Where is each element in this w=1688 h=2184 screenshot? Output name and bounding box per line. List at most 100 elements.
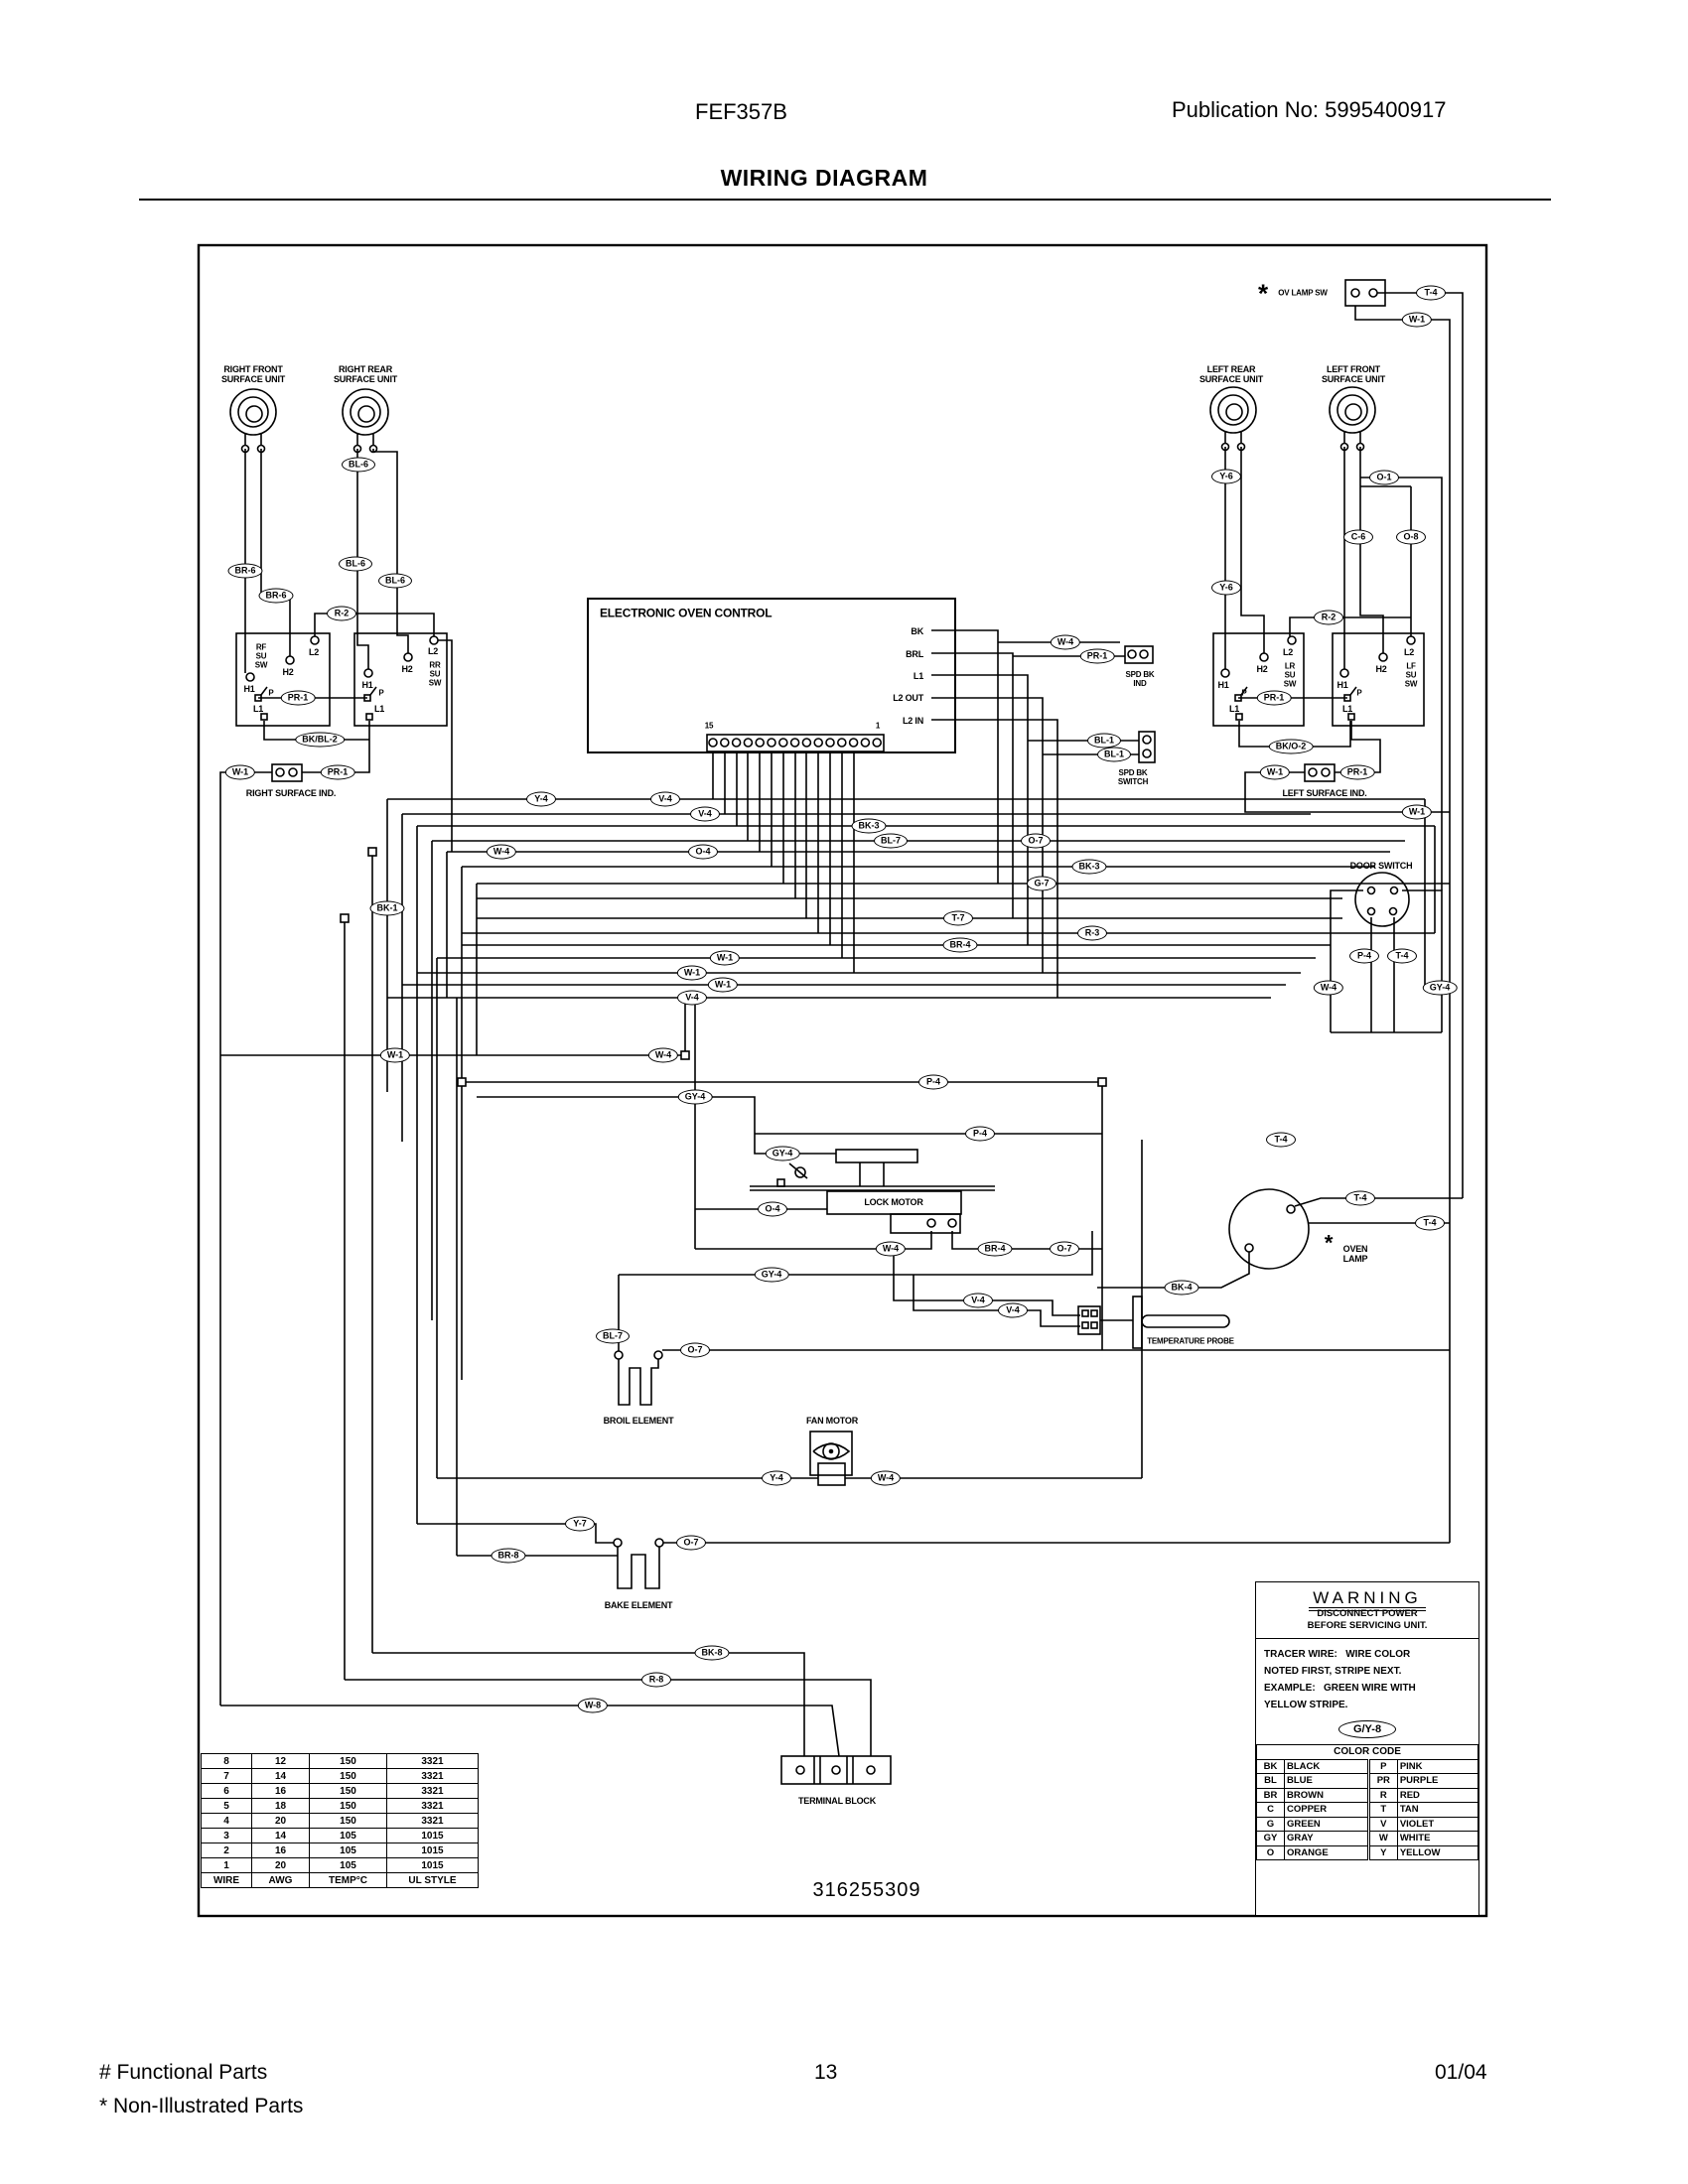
oven-lamp <box>1228 1188 1310 1270</box>
wire-table-cell: 20 <box>251 1857 310 1873</box>
wire-table-cell: 3 <box>201 1828 252 1843</box>
speed-bake-switch <box>1138 731 1156 763</box>
diagram-border <box>197 243 1488 1918</box>
wire-table-cell: 105 <box>309 1828 387 1843</box>
diagram-part-number: 316255309 <box>812 1879 921 1901</box>
wire-table-cell: 150 <box>309 1798 387 1814</box>
eoc-connector-pin <box>731 738 742 748</box>
lf-surface-switch <box>1332 632 1425 727</box>
wires-center-buses <box>387 798 1450 999</box>
tracer-note-line: EXAMPLE: GREEN WIRE WITH <box>1264 1683 1416 1694</box>
color-code-cell: WHITE <box>1396 1831 1479 1846</box>
electronic-oven-control <box>587 598 956 753</box>
publication-number: Publication No: 5995400917 <box>1172 97 1447 122</box>
door-switch <box>1354 872 1410 927</box>
lock-motor <box>750 1149 995 1234</box>
color-code-cell: V <box>1366 1816 1398 1832</box>
eoc-connector-pin <box>872 738 883 748</box>
wire-table-cell: 5 <box>201 1798 252 1814</box>
wire-table-cell: 16 <box>251 1783 310 1799</box>
eoc-connector-pin <box>848 738 859 748</box>
wire-table-cell: UL STYLE <box>386 1872 479 1888</box>
color-code-cell: RED <box>1396 1787 1479 1803</box>
bake-element <box>613 1538 664 1589</box>
color-code-cell: Y <box>1366 1844 1398 1860</box>
eoc-connector-pin <box>767 738 776 748</box>
wire-table-cell: 105 <box>309 1857 387 1873</box>
color-code-cell: BLUE <box>1284 1773 1369 1789</box>
eoc-connector-pin <box>813 738 824 748</box>
tracer-note-line: YELLOW STRIPE. <box>1264 1700 1348 1710</box>
wire-table-cell: 1015 <box>386 1828 479 1843</box>
right-rear-surface-unit <box>342 388 389 454</box>
model-number: FEF357B <box>695 99 787 124</box>
temperature-probe <box>1077 1296 1230 1349</box>
left-surface-indicator <box>1304 763 1336 782</box>
wire-table-cell: 1015 <box>386 1857 479 1873</box>
left-rear-surface-unit <box>1209 386 1257 452</box>
warning-title: WARNING <box>1309 1588 1426 1611</box>
warning-line-2: BEFORE SERVICING UNIT. <box>1307 1620 1428 1631</box>
tracer-example-wire-label: G/Y-8 <box>1337 1720 1397 1738</box>
color-code-cell: BROWN <box>1284 1787 1369 1803</box>
footer-page-number: 13 <box>814 2061 838 2084</box>
wire-table-cell: 18 <box>251 1798 310 1814</box>
eoc-connector-pin <box>789 738 800 748</box>
eoc-connector-pin <box>755 738 766 748</box>
color-code-cell: BLACK <box>1284 1758 1369 1774</box>
tracer-note-line: NOTED FIRST, STRIPE NEXT. <box>1264 1666 1402 1677</box>
wires-left-verticals <box>344 799 1143 1680</box>
wire-table-cell: 3321 <box>386 1783 479 1799</box>
color-code-cell: C <box>1256 1802 1285 1818</box>
right-front-surface-unit <box>229 388 277 454</box>
color-code-cell: COPPER <box>1284 1802 1369 1818</box>
warning-header: WARNING DISCONNECT POWER BEFORE SERVICIN… <box>1256 1582 1478 1639</box>
fan-motor <box>809 1431 853 1486</box>
tracer-example: G/Y-8 <box>1256 1719 1478 1738</box>
wire-table-cell: 7 <box>201 1768 252 1784</box>
wire-table-cell: 3321 <box>386 1798 479 1814</box>
wire-table-cell: 6 <box>201 1783 252 1799</box>
wire-table-cell: 4 <box>201 1813 252 1829</box>
color-code-cell: GRAY <box>1284 1831 1369 1846</box>
wire-table-cell: 150 <box>309 1813 387 1829</box>
eoc-connector-pin <box>860 738 871 748</box>
color-code-cell: BL <box>1256 1773 1285 1789</box>
lr-surface-switch <box>1212 632 1305 727</box>
color-code-cell: P <box>1366 1758 1398 1774</box>
wire-table-cell: 3321 <box>386 1753 479 1769</box>
footer-date: 01/04 <box>1435 2061 1487 2084</box>
wire-table-cell: TEMP°C <box>309 1872 387 1888</box>
eoc-connector-pin <box>719 738 730 748</box>
rf-surface-switch <box>235 632 331 727</box>
color-code-cell: T <box>1366 1802 1398 1818</box>
wire-table-cell: 3321 <box>386 1768 479 1784</box>
left-front-surface-unit <box>1329 386 1376 452</box>
eoc-connector-pin <box>708 738 718 748</box>
color-code-cell: W <box>1366 1831 1398 1846</box>
eoc-connector-pin <box>825 738 835 748</box>
wire-table-cell: 150 <box>309 1768 387 1784</box>
wire-table-cell: 2 <box>201 1843 252 1858</box>
wire-table-cell: 150 <box>309 1753 387 1769</box>
footer-functional-parts: # Functional Parts <box>99 2061 268 2084</box>
eoc-connector-pin <box>743 738 754 748</box>
color-code-cell: VIOLET <box>1396 1816 1479 1832</box>
color-code-title: COLOR CODE <box>1256 1744 1478 1760</box>
wire-table-cell: WIRE <box>201 1872 252 1888</box>
rr-surface-switch <box>353 632 448 727</box>
